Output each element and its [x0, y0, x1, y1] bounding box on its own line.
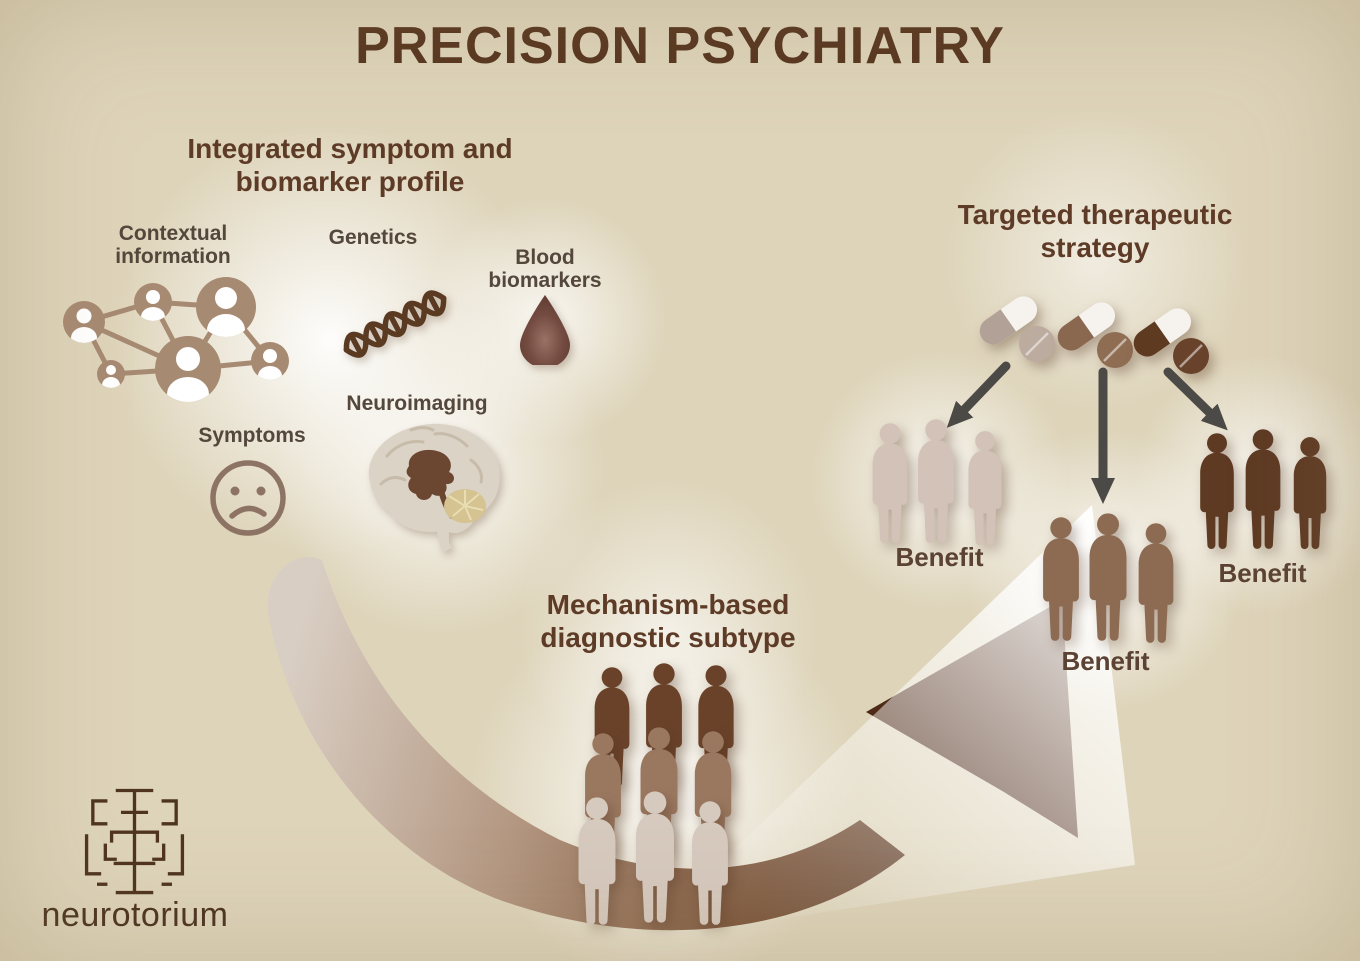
- therapy-heading-line1: Targeted therapeutic: [957, 199, 1233, 230]
- therapy-heading: Targeted therapeutic strategy: [890, 198, 1300, 264]
- pill-light-icon: [979, 296, 1055, 362]
- patient-group-medium: [1043, 513, 1174, 643]
- benefit-label-medium: Benefit: [1061, 646, 1150, 676]
- contextual-information-label: Contextual information: [73, 222, 273, 268]
- profile-heading-line1: Integrated symptom and: [187, 133, 513, 164]
- neuroimaging-label: Neuroimaging: [346, 392, 488, 415]
- profile-heading-line2: biomarker profile: [235, 166, 465, 198]
- pill-dark-icon: [1133, 308, 1209, 374]
- contextual-line1: Contextual: [118, 222, 228, 245]
- pill-medium-icon: [1057, 302, 1133, 368]
- diagnosis-heading-line2: diagnostic subtype: [540, 622, 796, 654]
- neurotorium-logo-icon: [84, 788, 185, 895]
- blood-drop-icon: [520, 295, 570, 365]
- profile-heading: Integrated symptom and biomarker profile: [100, 132, 600, 198]
- symptoms-label: Symptoms: [198, 424, 306, 447]
- blood-line1: Blood: [515, 246, 575, 269]
- diagnosis-heading: Mechanism-based diagnostic subtype: [468, 588, 868, 654]
- social-network-icon: [63, 277, 289, 402]
- blood-line2: biomarkers: [488, 269, 602, 293]
- dna-icon: [343, 290, 447, 358]
- therapy-heading-line2: strategy: [1040, 232, 1150, 264]
- brand-name: neurotorium: [41, 896, 229, 934]
- sad-face-icon: [210, 460, 286, 536]
- subtype-row-light: [578, 791, 728, 925]
- genetics-label: Genetics: [328, 226, 418, 249]
- benefit-label-light: Benefit: [895, 542, 984, 572]
- contextual-line2: information: [115, 245, 231, 269]
- page-title: PRECISION PSYCHIATRY: [355, 17, 1005, 75]
- diagnosis-heading-line1: Mechanism-based: [546, 589, 790, 620]
- brain-icon: [368, 423, 500, 552]
- patient-group-dark: [1200, 429, 1327, 550]
- benefit-label-dark: Benefit: [1218, 558, 1307, 588]
- patient-group-light: [872, 419, 1002, 546]
- blood-biomarkers-label: Blood biomarkers: [465, 246, 625, 292]
